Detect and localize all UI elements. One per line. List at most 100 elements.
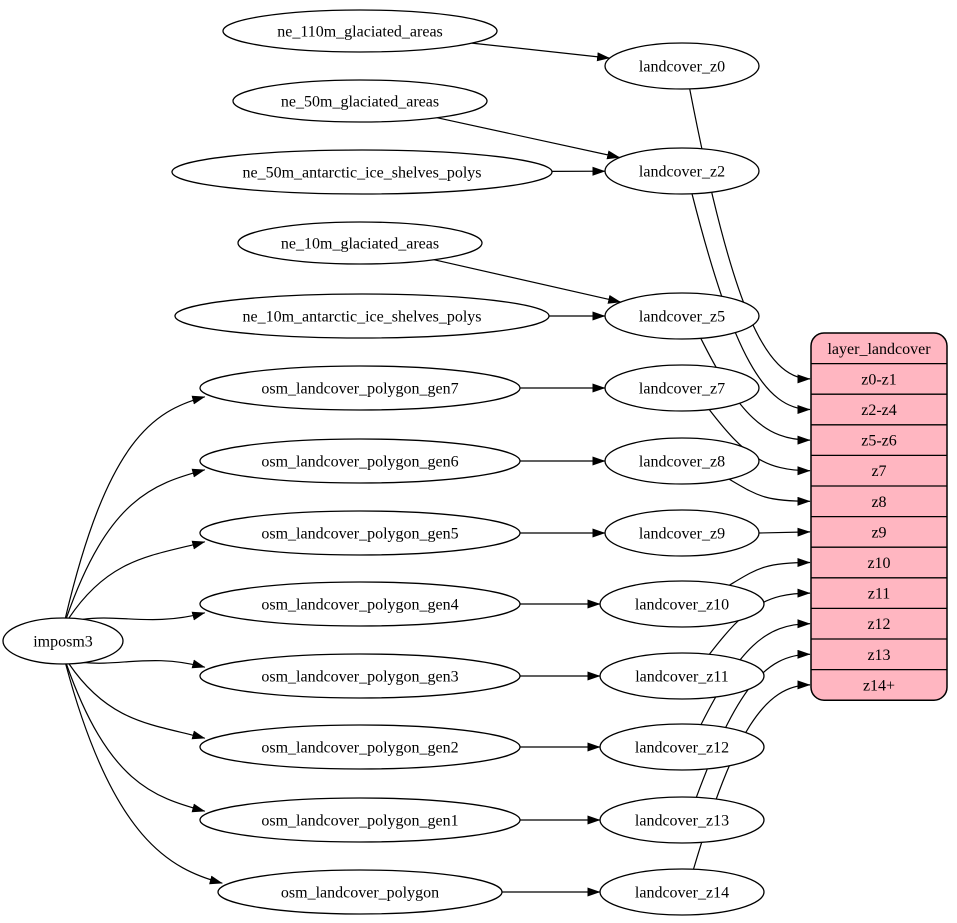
- edge-landcover_z2-to-z2-z4: [691, 193, 811, 414]
- node-landcover_z0: landcover_z0: [604, 42, 760, 90]
- edge-landcover_z5-to-z5-z6: [700, 338, 811, 445]
- table-row-z9: z9: [871, 524, 886, 541]
- table-row-z11: z11: [868, 586, 891, 603]
- table-row-z8: z8: [871, 494, 886, 511]
- node-label: osm_landcover_polygon_gen7: [261, 381, 458, 398]
- edge-ne_10m_glaciated_areas-to-landcover_z5: [433, 259, 622, 304]
- node-imposm3: imposm3: [2, 617, 124, 665]
- node-ellipse: [604, 437, 760, 485]
- node-ellipse: [599, 652, 765, 700]
- edge-imposm3-to-osm_landcover_polygon_gen7: [64, 395, 206, 619]
- table-row-z14+: z14+: [863, 677, 895, 694]
- table-title: layer_landcover: [827, 341, 931, 358]
- node-label: ne_50m_antarctic_ice_shelves_polys: [242, 165, 481, 182]
- node-label: ne_110m_glaciated_areas: [277, 24, 443, 41]
- edge-imposm3-to-osm_landcover_polygon: [65, 663, 223, 885]
- node-ellipse: [222, 9, 498, 53]
- table-row-z13: z13: [867, 647, 890, 664]
- edge-ne_110m_glaciated_areas-to-landcover_z0: [471, 42, 611, 62]
- node-landcover_z10: landcover_z10: [599, 580, 765, 628]
- edge-ne_50m_glaciated_areas-to-landcover_z2: [436, 117, 621, 160]
- node-label: landcover_z8: [639, 454, 725, 471]
- node-landcover_z9: landcover_z9: [604, 509, 760, 557]
- node-osm_landcover_polygon_gen2: osm_landcover_polygon_gen2: [199, 724, 521, 770]
- edge-landcover_z10-to-z10: [729, 558, 811, 586]
- node-ellipse: [171, 149, 553, 195]
- node-ellipse: [217, 869, 503, 915]
- table-row-z2-z4: z2-z4: [861, 402, 897, 419]
- nodes-layer: imposm3 ne_110m_glaciated_areas ne_50m_gla…: [2, 9, 765, 916]
- node-label: osm_landcover_polygon_gen4: [261, 597, 458, 614]
- node-label: osm_landcover_polygon: [281, 885, 439, 902]
- node-osm_landcover_polygon_gen3: osm_landcover_polygon_gen3: [199, 653, 521, 699]
- node-ellipse: [604, 509, 760, 557]
- table-row-z12: z12: [867, 616, 890, 633]
- node-ne_10m_antarctic_ice_shelves_polys: ne_10m_antarctic_ice_shelves_polys: [174, 293, 550, 339]
- node-ellipse: [199, 438, 521, 484]
- edge-landcover_z12-to-z12: [700, 619, 811, 725]
- node-landcover_z5: landcover_z5: [604, 292, 760, 340]
- edge-imposm3-to-osm_landcover_polygon_gen1: [65, 663, 206, 813]
- edge-imposm3-to-osm_landcover_polygon_gen5: [68, 540, 206, 619]
- node-label: landcover_z12: [635, 740, 729, 757]
- node-ne_50m_glaciated_areas: ne_50m_glaciated_areas: [232, 79, 488, 123]
- node-ellipse: [199, 724, 521, 770]
- node-ellipse: [604, 42, 760, 90]
- node-label: ne_10m_glaciated_areas: [281, 236, 439, 253]
- node-ne_50m_antarctic_ice_shelves_polys: ne_50m_antarctic_ice_shelves_polys: [171, 149, 553, 195]
- table-layer: layer_landcover z0-z1 z2-z4 z5-z6 z7 z8 z9 z10 z…: [810, 332, 948, 701]
- node-ellipse: [599, 796, 765, 844]
- node-osm_landcover_polygon_gen5: osm_landcover_polygon_gen5: [199, 510, 521, 556]
- edge-imposm3-to-osm_landcover_polygon_gen4: [82, 611, 206, 621]
- edge-imposm3-to-osm_landcover_polygon_gen3: [83, 659, 206, 669]
- node-ellipse: [604, 147, 760, 195]
- node-landcover_z7: landcover_z7: [604, 364, 760, 412]
- node-ne_110m_glaciated_areas: ne_110m_glaciated_areas: [222, 9, 498, 53]
- node-label: landcover_z13: [635, 813, 729, 830]
- node-osm_landcover_polygon_gen6: osm_landcover_polygon_gen6: [199, 438, 521, 484]
- node-osm_landcover_polygon: osm_landcover_polygon: [217, 869, 503, 915]
- node-ellipse: [174, 293, 550, 339]
- node-label: landcover_z11: [635, 669, 729, 686]
- node-label: imposm3: [33, 634, 93, 651]
- node-ellipse: [232, 79, 488, 123]
- node-ellipse: [599, 723, 765, 771]
- node-label: osm_landcover_polygon_gen6: [261, 454, 458, 471]
- node-ellipse: [604, 292, 760, 340]
- table-row-z7: z7: [871, 463, 886, 480]
- node-osm_landcover_polygon_gen1: osm_landcover_polygon_gen1: [199, 797, 521, 843]
- node-label: ne_50m_glaciated_areas: [281, 94, 439, 111]
- node-ellipse: [2, 617, 124, 665]
- table-row-z10: z10: [867, 555, 890, 572]
- node-label: osm_landcover_polygon_gen5: [261, 526, 458, 543]
- node-osm_landcover_polygon_gen7: osm_landcover_polygon_gen7: [199, 365, 521, 411]
- node-label: ne_10m_antarctic_ice_shelves_polys: [242, 309, 481, 326]
- node-landcover_z2: landcover_z2: [604, 147, 760, 195]
- node-label: landcover_z2: [639, 164, 725, 181]
- node-label: osm_landcover_polygon_gen1: [261, 813, 458, 830]
- node-label: landcover_z14: [635, 885, 729, 902]
- node-label: osm_landcover_polygon_gen2: [261, 740, 458, 757]
- table-row-z5-z6: z5-z6: [861, 433, 897, 450]
- node-ellipse: [604, 364, 760, 412]
- node-ellipse: [599, 580, 765, 628]
- table-row-z0-z1: z0-z1: [861, 371, 897, 388]
- node-label: landcover_z0: [639, 59, 725, 76]
- node-ellipse: [199, 581, 521, 627]
- node-ne_10m_glaciated_areas: ne_10m_glaciated_areas: [237, 221, 483, 265]
- node-ellipse: [237, 221, 483, 265]
- node-label: osm_landcover_polygon_gen3: [261, 669, 458, 686]
- node-landcover_z13: landcover_z13: [599, 796, 765, 844]
- edge-landcover_z9-to-z9: [758, 527, 811, 537]
- node-landcover_z14: landcover_z14: [599, 868, 765, 916]
- node-label: landcover_z5: [639, 309, 725, 326]
- node-landcover_z12: landcover_z12: [599, 723, 765, 771]
- node-ellipse: [199, 365, 521, 411]
- node-landcover_z11: landcover_z11: [599, 652, 765, 700]
- node-ellipse: [199, 797, 521, 843]
- edge-landcover_z8-to-z8: [728, 478, 811, 506]
- node-ellipse: [599, 868, 765, 916]
- node-ellipse: [199, 510, 521, 556]
